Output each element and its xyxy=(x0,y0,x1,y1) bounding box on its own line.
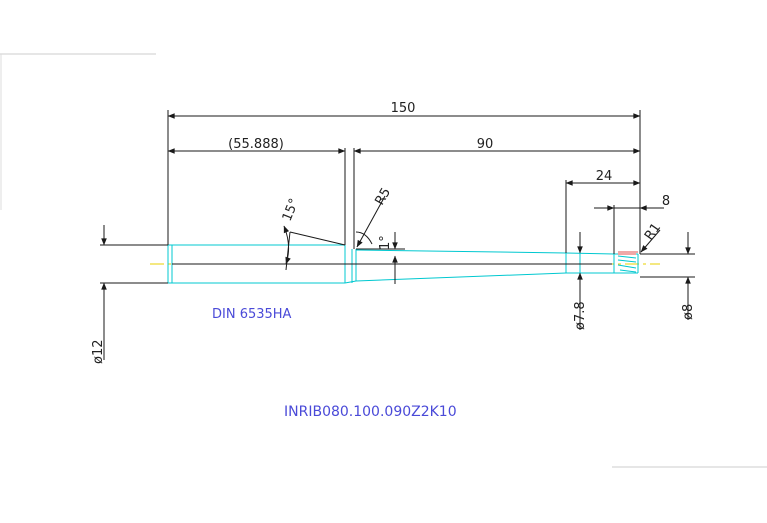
part-number-label: INRIB080.100.090Z2K10 xyxy=(284,404,457,420)
dim-taper-length: 90 xyxy=(477,137,494,152)
dimension-texts: 150 (55.888) 90 24 8 R5 R1 15° 1° ø12 ø7… xyxy=(91,101,696,364)
standard-label: DIN 6535HA xyxy=(212,307,292,322)
dim-arc-chamfer-angle xyxy=(283,225,291,265)
extension-lines xyxy=(100,110,695,284)
dim-chamfer-angle: 15° xyxy=(280,197,303,224)
leader-tip-radius xyxy=(640,229,661,253)
dim-taper-angle: 1° xyxy=(378,235,393,250)
leader-neck-radius xyxy=(356,195,386,248)
dim-flute-length: 8 xyxy=(662,194,670,209)
tool-tip-detail xyxy=(617,251,638,273)
tool-body xyxy=(167,244,639,284)
dimension-lines xyxy=(101,113,691,360)
dim-shank-length: (55.888) xyxy=(228,137,284,152)
dim-neck-radius: R5 xyxy=(372,186,394,208)
neck-radius-arc xyxy=(355,231,373,245)
dim-tip-diameter: ø8 xyxy=(681,304,696,320)
dim-overall-length: 150 xyxy=(391,101,416,116)
dim-tip-length: 24 xyxy=(596,169,613,184)
dim-tip-body-diameter: ø7.8 xyxy=(573,301,588,330)
dim-tip-radius: R1 xyxy=(642,221,664,244)
dim-shank-diameter: ø12 xyxy=(91,340,106,365)
